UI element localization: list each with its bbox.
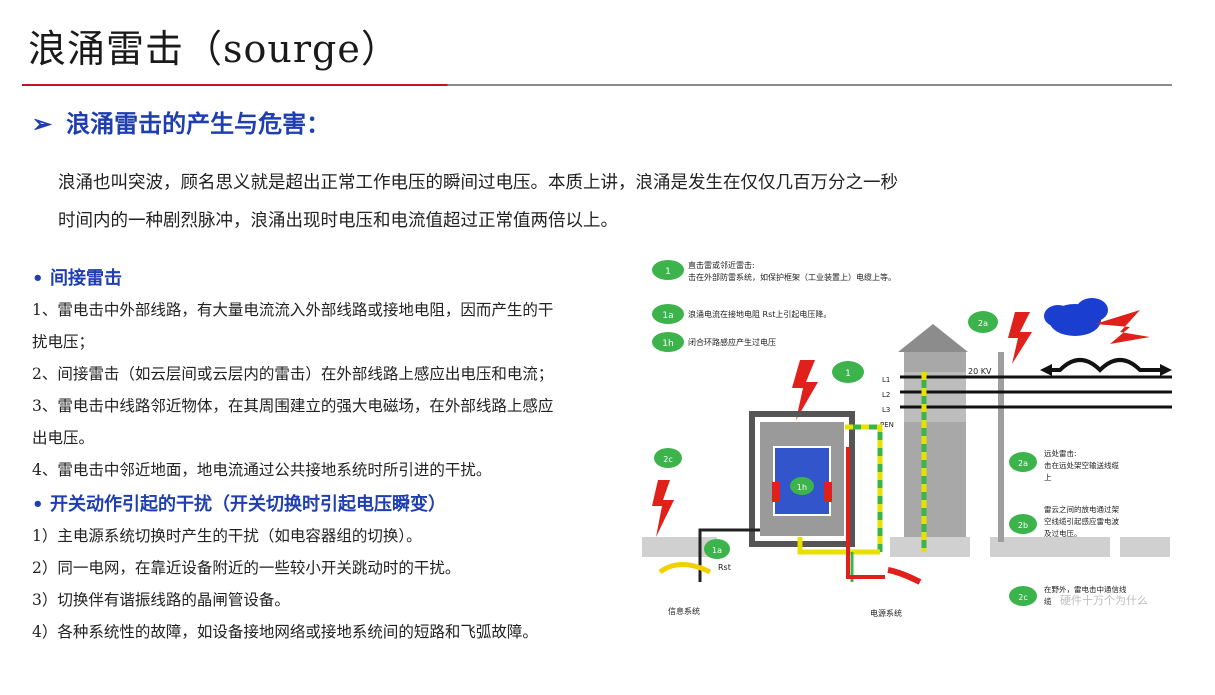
surge-wave-icon xyxy=(1040,358,1172,376)
lightning-surge-diagram: 1 直击雷或邻近雷击: 击在外部防雷系统，如保护框架（工业装置上）电缆上等。 1… xyxy=(640,252,1175,624)
badge-1a: 1a xyxy=(704,539,730,559)
lightning-bolt-icon xyxy=(1008,312,1032,364)
list-item: 3）切换伴有谐振线路的晶闸管设备。 xyxy=(32,591,290,609)
svg-text:在野外，雷电击中通信线: 在野外，雷电击中通信线 xyxy=(1044,584,1127,594)
svg-text:闭合环路感应产生过电压: 闭合环路感应产生过电压 xyxy=(688,337,776,347)
note-2b: 2b 雷云之间的放电通过架 空线缆引起感应雷电波 及过电压。 xyxy=(1009,504,1119,538)
svg-text:2c: 2c xyxy=(663,455,673,464)
voltage-label: 20 KV xyxy=(968,367,992,376)
intro-paragraph: 浪涌也叫突波，顾名思义就是超出正常工作电压的瞬间过电压。本质上讲，浪涌是发生在仅… xyxy=(58,164,1098,240)
badge-1: 1 xyxy=(832,361,864,383)
legend-item-1h: 1h 闭合环路感应产生过电压 xyxy=(652,332,776,352)
utility-pole xyxy=(998,352,1004,542)
list-item: 4、雷电击中邻近地面，地电流通过公共接地系统时所引进的干扰。 xyxy=(32,461,492,479)
title-divider xyxy=(22,84,1172,86)
svg-text:1h: 1h xyxy=(797,483,807,492)
list-item: 出电压。 xyxy=(32,429,95,447)
ground-blocks xyxy=(642,537,1170,557)
note-2c: 2c 在野外，雷电击中通信线 缆 xyxy=(1009,584,1127,606)
watermark: 硬件十万个为什么 xyxy=(1060,593,1148,607)
surge-current-path xyxy=(846,447,885,579)
legend-item-1: 1 直击雷或邻近雷击: 击在外部防雷系统，如保护框架（工业装置上）电缆上等。 xyxy=(652,260,896,282)
power-lines xyxy=(900,375,1172,409)
lightning-bolt-icon xyxy=(652,480,674,537)
cause-list: • 间接雷击 1、雷电击中外部线路，有大量电流流入外部线路或接地电阻，因而产生的干… xyxy=(32,260,632,648)
switch-heading: • 开关动作引起的干扰（开关切换时引起电压瞬变） xyxy=(32,490,632,516)
svg-text:上: 上 xyxy=(1044,473,1052,482)
thundercloud-icon xyxy=(1044,298,1150,344)
list-item: 2）同一电网，在靠近设备附近的一些较小开关跳动时的干扰。 xyxy=(32,559,461,577)
label-power-system: 电源系统 xyxy=(870,608,902,618)
svg-text:1: 1 xyxy=(845,369,851,379)
signal-arrow-icon xyxy=(658,562,712,575)
section-heading: ➢ 浪涌雷击的产生与危害： xyxy=(32,104,330,139)
indirect-heading: • 间接雷击 xyxy=(32,264,632,290)
list-item: 4）各种系统性的故障，如设备接地网络或接地系统间的短路和飞弧故障。 xyxy=(32,623,538,641)
svg-text:雷云之间的放电通过架: 雷云之间的放电通过架 xyxy=(1044,504,1119,514)
badge-2c: 2c xyxy=(654,448,682,468)
list-item: 2、间接雷击（如云层间或云层内的雷击）在外部线路上感应出电压和电流； xyxy=(32,365,554,383)
svg-text:缆: 缆 xyxy=(1044,596,1052,606)
page-title: 浪涌雷击（sourge） xyxy=(28,27,400,71)
arrow-bullet-icon: ➢ xyxy=(32,109,53,138)
list-item: 扰电压； xyxy=(32,333,95,351)
intro-line: 时间内的一种剧烈脉冲，浪涌出现时电压和电流值超过正常值两倍以上。 xyxy=(58,211,618,231)
label-l3: L3 xyxy=(882,406,890,414)
switch-title: 开关动作引起的干扰（开关切换时引起电压瞬变） xyxy=(50,494,446,515)
note-2a: 2a 远处雷击: 击在远处架空输送线缆 上 xyxy=(1009,448,1119,482)
list-item: 3、雷电击中线路邻近物体，在其周围建立的强大电磁场，在外部线路上感应 xyxy=(32,397,554,415)
svg-text:及过电压。: 及过电压。 xyxy=(1044,528,1082,538)
ground-conductors xyxy=(698,372,927,582)
label-rst: Rst xyxy=(718,563,731,572)
label-l1: L1 xyxy=(882,376,890,384)
svg-text:浪涌电流在接地电阻 Rst上引起电压降。: 浪涌电流在接地电阻 Rst上引起电压降。 xyxy=(688,309,831,319)
svg-text:1: 1 xyxy=(665,267,671,277)
bullet-icon: • xyxy=(32,494,44,515)
house-building xyxy=(898,324,968,537)
badge-2a: 2a xyxy=(968,311,998,333)
svg-text:击在远处架空输送线缆: 击在远处架空输送线缆 xyxy=(1044,460,1119,470)
indirect-title: 间接雷击 xyxy=(50,268,122,289)
svg-text:直击雷或邻近雷击:: 直击雷或邻近雷击: xyxy=(688,260,755,270)
label-info-system: 信息系统 xyxy=(668,606,700,616)
section-title: 浪涌雷击的产生与危害： xyxy=(66,109,331,138)
svg-text:空线缆引起感应雷电波: 空线缆引起感应雷电波 xyxy=(1044,516,1119,526)
badge-1h: 1h xyxy=(790,477,814,495)
svg-text:2b: 2b xyxy=(1018,521,1028,530)
bullet-icon: • xyxy=(32,268,44,289)
list-item: 1）主电源系统切换时产生的干扰（如电容器组的切换）。 xyxy=(32,527,422,545)
svg-text:2a: 2a xyxy=(978,319,988,328)
svg-text:1a: 1a xyxy=(712,546,722,555)
svg-text:2c: 2c xyxy=(1018,593,1028,602)
label-l2: L2 xyxy=(882,391,890,399)
label-pen: PEN xyxy=(880,421,894,429)
svg-text:1a: 1a xyxy=(662,311,673,321)
svg-text:远处雷击:: 远处雷击: xyxy=(1044,448,1077,458)
intro-line: 浪涌也叫突波，顾名思义就是超出正常工作电压的瞬间过电压。本质上讲，浪涌是发生在仅… xyxy=(58,173,898,193)
legend-item-1a: 1a 浪涌电流在接地电阻 Rst上引起电压降。 xyxy=(652,304,831,324)
svg-text:2a: 2a xyxy=(1018,459,1028,468)
list-item: 1、雷电击中外部线路，有大量电流流入外部线路或接地电阻，因而产生的干 xyxy=(32,301,554,319)
svg-text:击在外部防雷系统，如保护框架（工业装置上）电缆上等。: 击在外部防雷系统，如保护框架（工业装置上）电缆上等。 xyxy=(688,272,896,282)
surge-arrow-icon xyxy=(887,567,922,585)
svg-text:1h: 1h xyxy=(662,339,673,349)
lightning-bolt-icon xyxy=(792,360,818,420)
